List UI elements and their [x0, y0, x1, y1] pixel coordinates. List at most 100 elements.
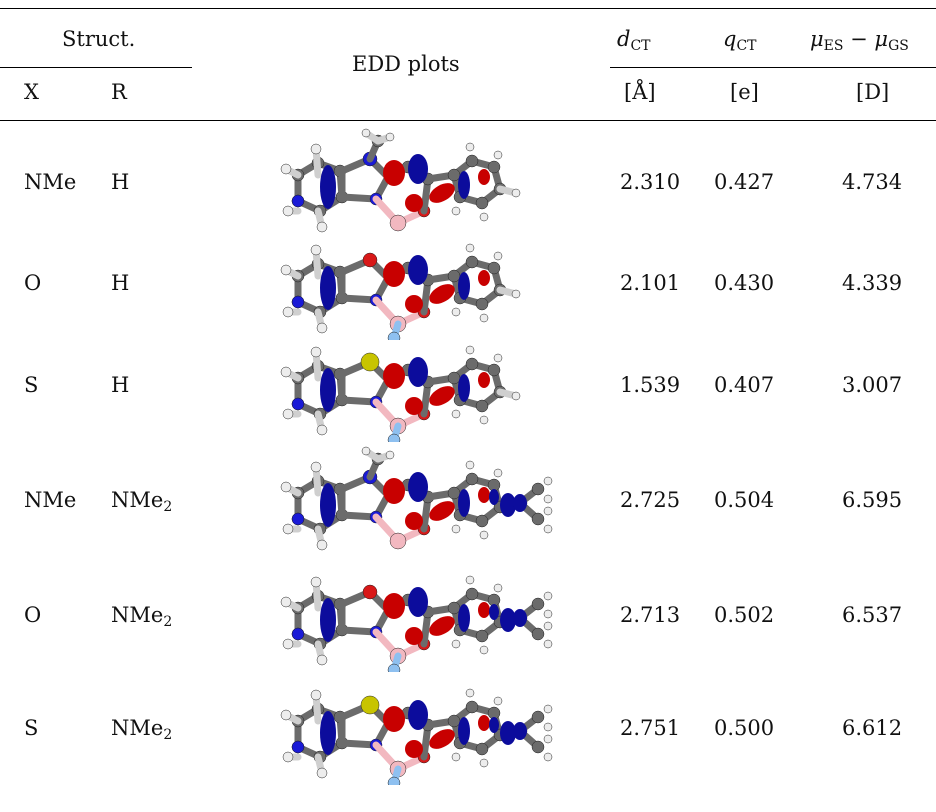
carbon-atom [465, 700, 479, 714]
row-r-value: H [111, 373, 129, 397]
row-r-subscript: 2 [163, 727, 173, 743]
hydrogen-atom [280, 163, 292, 175]
edd-plot [258, 445, 554, 557]
header-mu-unit: [D] [856, 80, 890, 104]
carbon-atom [487, 160, 501, 174]
hydrogen-atom [385, 132, 395, 142]
hydrogen-atom [543, 704, 553, 714]
density-lobe-accumulation [458, 374, 470, 402]
row-r-subscript: 2 [163, 614, 173, 630]
row-qct-value: 0.502 [714, 603, 775, 627]
row-qct-value: 0.430 [714, 271, 775, 295]
hydrogen-atom [316, 767, 328, 779]
hydrogen-atom [310, 143, 322, 155]
hydrogen-atom [543, 494, 553, 504]
hydrogen-atom [543, 609, 553, 619]
density-lobe-depletion [383, 160, 405, 186]
hydrogen-atom [451, 524, 461, 534]
density-lobe-accumulation [408, 472, 428, 502]
density-lobe-depletion [405, 627, 423, 645]
hydrogen-atom [310, 461, 322, 473]
nitrogen-atom [291, 740, 305, 754]
hydrogen-atom [465, 688, 475, 698]
hydrogen-atom [280, 709, 292, 721]
carbon-atom [487, 261, 501, 275]
hydrogen-atom [451, 307, 461, 317]
table-top-rule [0, 8, 936, 9]
density-lobe-depletion [429, 501, 455, 521]
hydrogen-atom [479, 758, 489, 768]
density-lobe-accumulation [408, 700, 428, 730]
hydrogen-atom [310, 244, 322, 256]
density-lobe-accumulation [513, 609, 527, 627]
density-lobe-accumulation [408, 357, 428, 387]
row-mu-value: 6.612 [842, 716, 903, 740]
hydrogen-atom [465, 243, 475, 253]
hydrogen-atom [479, 645, 489, 655]
row-qct-value: 0.500 [714, 716, 775, 740]
carbon-atom [531, 512, 545, 526]
density-lobe-depletion [383, 706, 405, 732]
hydrogen-atom [543, 752, 553, 762]
row-x-value: NMe [24, 170, 77, 194]
hydrogen-atom [282, 205, 294, 217]
hydrogen-atom [280, 366, 292, 378]
hydrogen-atom [280, 596, 292, 608]
density-lobe-accumulation [320, 483, 336, 527]
density-lobe-accumulation [320, 598, 336, 642]
hydrogen-atom [310, 576, 322, 588]
header-struct: Struct. [62, 27, 136, 51]
carbon-atom [465, 154, 479, 168]
header-edd-plots: EDD plots [352, 52, 460, 76]
sulfur-atom [360, 695, 380, 715]
row-r-main: NMe [111, 603, 164, 627]
density-lobe-accumulation [458, 272, 470, 300]
hydrogen-atom [543, 621, 553, 631]
carbon-atom [465, 357, 479, 371]
hydrogen-atom [282, 751, 294, 763]
carbon-atom [447, 168, 461, 182]
hydrogen-atom [511, 391, 521, 401]
hydrogen-atom [316, 654, 328, 666]
edd-plot-molecule [280, 128, 521, 233]
hydrogen-atom [493, 150, 503, 160]
row-r-main: NMe [111, 488, 164, 512]
nitrogen-atom [291, 295, 305, 309]
carbon-atom [531, 740, 545, 754]
density-lobe-depletion [383, 478, 405, 504]
hydrogen-atom [543, 476, 553, 486]
row-x-value: O [24, 271, 42, 295]
density-lobe-accumulation [489, 489, 499, 505]
row-x-value: O [24, 603, 42, 627]
carbon-atom [487, 363, 501, 377]
carbon-atom [531, 482, 545, 496]
fluorine-atom [387, 663, 401, 672]
row-dct-value: 2.725 [620, 488, 681, 512]
density-lobe-depletion [478, 372, 490, 388]
row-mu-value: 4.339 [842, 271, 903, 295]
hydrogen-atom [316, 221, 328, 233]
hydrogen-atom [361, 128, 371, 138]
nitrogen-atom [291, 627, 305, 641]
hydrogen-atom [465, 460, 475, 470]
hydrogen-atom [479, 313, 489, 323]
row-x-value: NMe [24, 488, 77, 512]
hydrogen-atom [511, 188, 521, 198]
hydrogen-atom [465, 575, 475, 585]
row-mu-value: 6.595 [842, 488, 903, 512]
edd-plot [258, 330, 554, 442]
edd-plot [258, 228, 554, 340]
hydrogen-atom [282, 408, 294, 420]
density-lobe-depletion [429, 386, 455, 406]
density-lobe-accumulation [408, 587, 428, 617]
density-lobe-accumulation [458, 717, 470, 745]
header-qct-unit: [e] [730, 80, 759, 104]
density-lobe-accumulation [513, 494, 527, 512]
density-lobe-depletion [478, 270, 490, 286]
row-qct-value: 0.504 [714, 488, 775, 512]
hydrogen-atom [280, 481, 292, 493]
carbon-atom [475, 297, 489, 311]
density-lobe-depletion [478, 602, 490, 618]
density-lobe-accumulation [320, 165, 336, 209]
density-lobe-accumulation [500, 721, 516, 745]
